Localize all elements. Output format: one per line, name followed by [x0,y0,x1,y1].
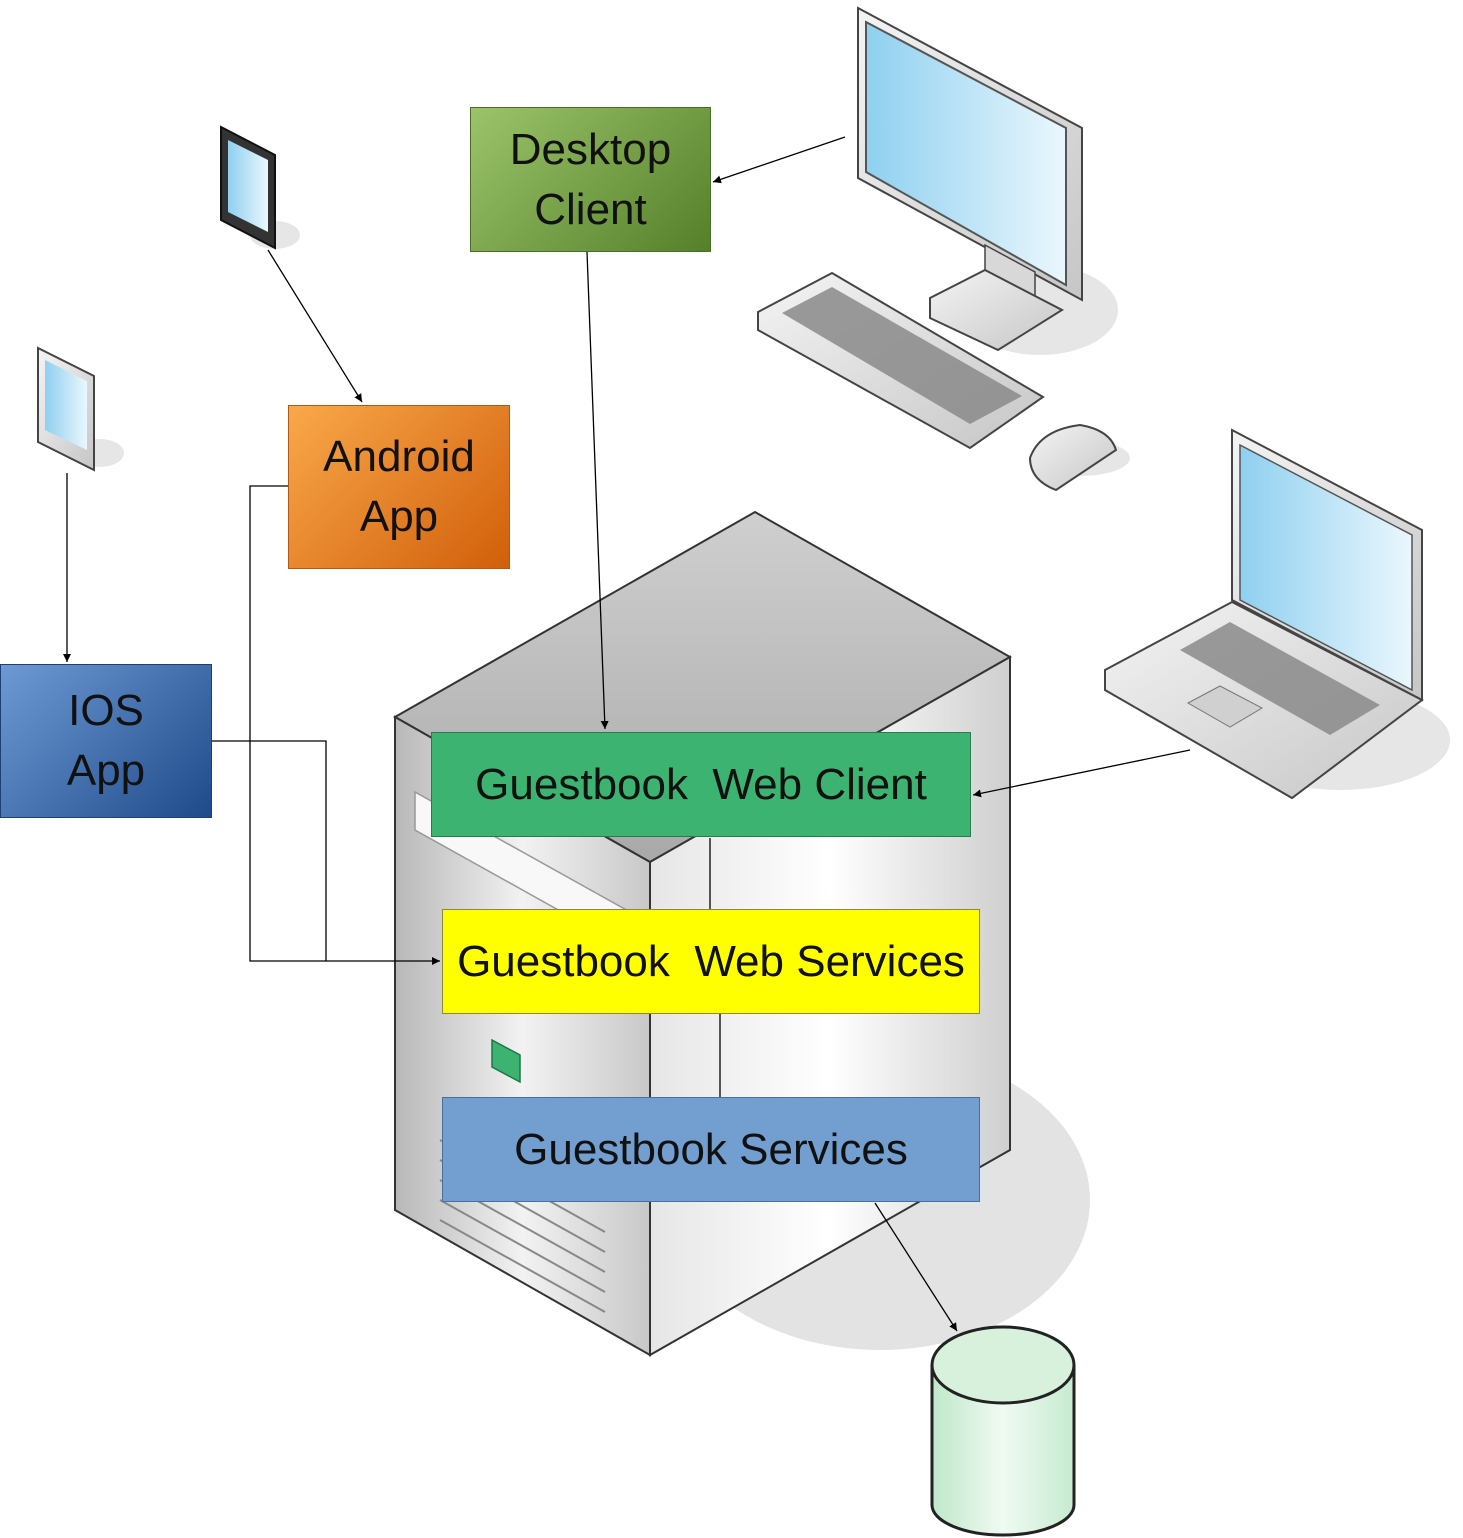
android-to-web-services-connector [249,485,440,965]
guestbook-web-services-label: Guestbook Web Services [457,936,965,986]
android-app-line1: Android [323,432,475,481]
monitor-to-desktop-client-arrow [712,136,846,184]
ios-to-web-services-connector [212,740,327,961]
laptop-to-web-client-arrow [972,749,1191,798]
desktop-client-line1: Desktop [509,124,672,174]
tablet-icon [220,125,300,250]
android-app-node: Android App [288,405,510,569]
database-icon [930,1325,1076,1537]
ios-app-line2: App [66,746,146,795]
android-app-line2: App [359,492,439,541]
desktop-client-to-web-client-arrow [586,251,609,730]
ios-app-line1: IOS [68,686,144,735]
guestbook-services-label: Guestbook Services [514,1124,908,1174]
laptop-icon [1104,428,1450,800]
desktop-client-node: Desktop Client [470,107,711,252]
guestbook-services-node: Guestbook Services [442,1097,980,1202]
desktop-client-line2: Client [534,184,647,234]
keyboard-icon [757,271,1045,450]
guestbook-web-client-node: Guestbook Web Client [431,732,971,837]
connectors [63,136,1191,1332]
tablet-to-android-app-arrow [267,249,363,403]
desktop-computer-icon [857,6,1118,355]
guestbook-web-client-label: Guestbook Web Client [475,759,927,809]
mouse-icon [1028,423,1130,492]
ios-app-node: IOS App [0,664,212,818]
guestbook-web-services-node: Guestbook Web Services [442,909,980,1014]
phone-icon [37,346,124,472]
services-to-database-arrow [874,1202,958,1332]
